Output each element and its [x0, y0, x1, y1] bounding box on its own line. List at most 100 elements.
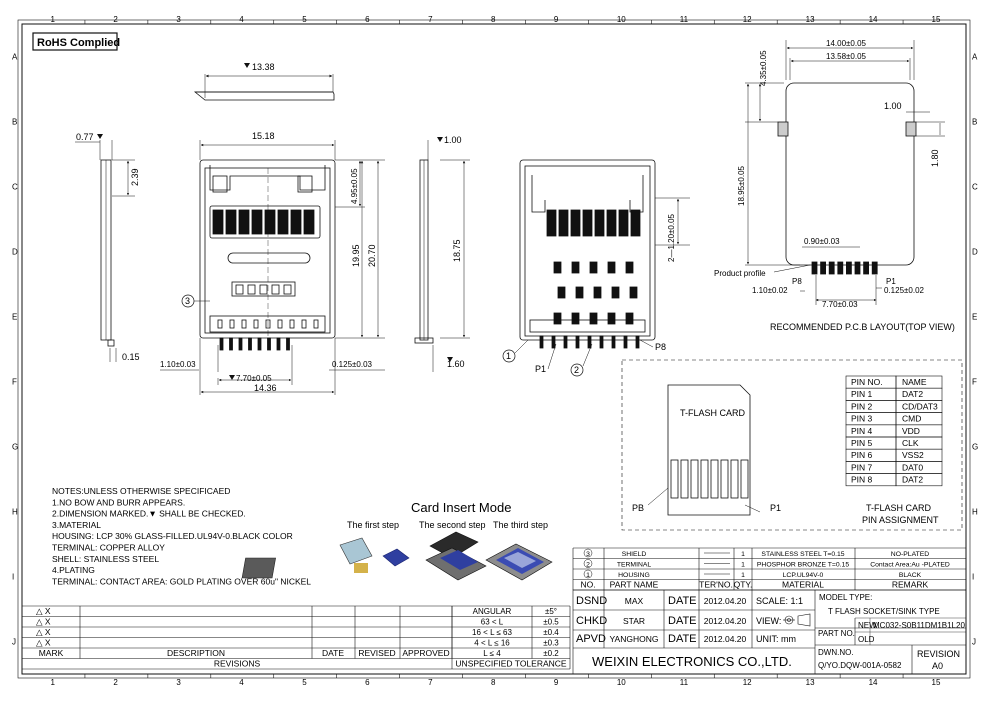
- dwg-no-value: Q/YO.DQW-001A-0582: [818, 661, 902, 670]
- zone-col-label: 3: [176, 15, 181, 24]
- dim-front-0125: 0.125±0.03: [332, 360, 373, 369]
- zone-row-label: G: [972, 443, 978, 452]
- zone-col-label: 1: [50, 678, 55, 687]
- pin-cell: PIN 8: [851, 475, 873, 485]
- pin-caption-2: PIN ASSIGNMENT: [862, 515, 939, 525]
- zone-col-label: 9: [554, 15, 559, 24]
- dim-front-width: 15.18: [252, 131, 275, 141]
- tolerance-range: L ≤ 4: [483, 649, 501, 658]
- pcb-w1400: 14.00±0.05: [826, 39, 867, 48]
- revision-mark: △ X: [36, 627, 51, 637]
- model-type-label: MODEL TYPE:: [819, 593, 872, 602]
- tolerance-value: ±0.2: [543, 649, 559, 658]
- zone-col-label: 3: [176, 678, 181, 687]
- dim-front-1436: 14.36: [254, 383, 277, 393]
- zone-markers: 1122334455667788991010111112121313141415…: [12, 15, 978, 687]
- dim-top-width: 13.38: [252, 62, 275, 72]
- rohs-box: [32, 32, 118, 51]
- tolerance-range: ANGULAR: [473, 607, 512, 616]
- zone-col-label: 8: [491, 15, 496, 24]
- tolerance-value: ±0.3: [543, 639, 559, 648]
- part-old-label: OLD: [858, 635, 875, 644]
- zone-row-label: E: [972, 313, 977, 322]
- pin-cell: PIN 5: [851, 438, 873, 448]
- bom-cell: QTY.: [734, 580, 753, 590]
- zone-col-label: 8: [491, 678, 496, 687]
- zone-col-label: 14: [869, 15, 878, 24]
- pin-cell: DAT2: [902, 475, 923, 485]
- pin-cell: VSS2: [902, 450, 924, 460]
- zone-row-label: D: [12, 248, 18, 257]
- pcb-h1895: 18.95±0.05: [737, 165, 746, 206]
- pcb-layout: [745, 40, 945, 305]
- signoff-date: 2012.04.20: [704, 634, 747, 644]
- bom-cell: BLACK: [899, 572, 922, 579]
- note-line: SHELL: STAINLESS STEEL: [52, 554, 159, 564]
- signoff-name: MAX: [625, 596, 644, 606]
- title-block: [572, 589, 967, 675]
- rear-view: [519, 159, 690, 349]
- projection-icon: [783, 613, 811, 627]
- zone-row-label: I: [972, 573, 974, 582]
- model-type-value: T FLASH SOCKET/SINK TYPE: [828, 607, 940, 616]
- zone-col-label: 7: [428, 678, 433, 687]
- zone-col-label: 2: [113, 678, 118, 687]
- dim-front-2070: 20.70: [367, 244, 377, 267]
- pin-cell: DAT0: [902, 462, 923, 472]
- revision-header: REVISED: [358, 648, 395, 658]
- zone-col-label: 2: [113, 15, 118, 24]
- insert-step-1: The first step: [347, 520, 399, 530]
- pcb-p8: P8: [792, 277, 802, 286]
- zone-col-label: 6: [365, 678, 370, 687]
- pin-cell: VDD: [902, 426, 920, 436]
- bom-cell: MATERIAL: [782, 580, 824, 590]
- dim-side2-160: 1.60: [447, 359, 465, 369]
- rohs-label: RoHS Complied: [37, 37, 120, 49]
- zone-row-label: B: [12, 118, 17, 127]
- zone-row-label: J: [12, 638, 16, 647]
- part-new-value: MC032-S0B11DM1B1L20: [873, 621, 965, 630]
- zone-col-label: 10: [617, 678, 626, 687]
- check-mark-icon: [437, 137, 443, 142]
- tflash-pb-label: PB: [632, 503, 644, 513]
- tolerance-value: ±5°: [545, 607, 557, 616]
- pin-cell: CD/DAT3: [902, 401, 938, 411]
- zone-col-label: 15: [932, 678, 941, 687]
- zone-row-label: C: [12, 183, 18, 192]
- dim-rear-120: 2—1.20±0.05: [667, 213, 676, 262]
- tolerance-range: 4 < L ≤ 16: [474, 639, 510, 648]
- pin-cell: PIN 6: [851, 450, 873, 460]
- insert-illustrations: [241, 531, 553, 581]
- scale-label: SCALE: 1:1: [756, 596, 803, 606]
- pcb-p1: P1: [886, 277, 896, 286]
- revision-mark: △ X: [36, 606, 51, 616]
- signoff-date-label: DATE: [668, 595, 697, 607]
- zone-row-label: G: [12, 443, 18, 452]
- front-view: [199, 159, 336, 351]
- zone-row-label: F: [972, 378, 977, 387]
- bom-cell: 3: [586, 551, 590, 558]
- pcb-caption: RECOMMENDED P.C.B LAYOUT(TOP VIEW): [770, 322, 955, 332]
- zone-row-label: C: [972, 183, 978, 192]
- signoff-name: STAR: [623, 616, 645, 626]
- tflash-card-label: T-FLASH CARD: [680, 408, 746, 418]
- signoff-date: 2012.04.20: [704, 596, 747, 606]
- pin-cell: PIN 2: [851, 401, 873, 411]
- dim-front-1995: 19.95: [351, 244, 361, 267]
- bom-cell: 1: [741, 551, 745, 558]
- signoff-date: 2012.04.20: [704, 616, 747, 626]
- dim-side2-100: 1.00: [444, 135, 462, 145]
- pcb-d180: 1.80: [930, 149, 940, 167]
- bom-cell: NO.: [580, 580, 595, 590]
- insert-step-2: The second step: [419, 520, 486, 530]
- bom-cell: 2: [586, 562, 590, 569]
- pin-cell: CMD: [902, 414, 921, 424]
- view-label: VIEW:: [756, 616, 781, 626]
- zone-col-label: 11: [680, 678, 689, 687]
- company-name: WEIXIN ELECTRONICS CO.,LTD.: [592, 654, 792, 669]
